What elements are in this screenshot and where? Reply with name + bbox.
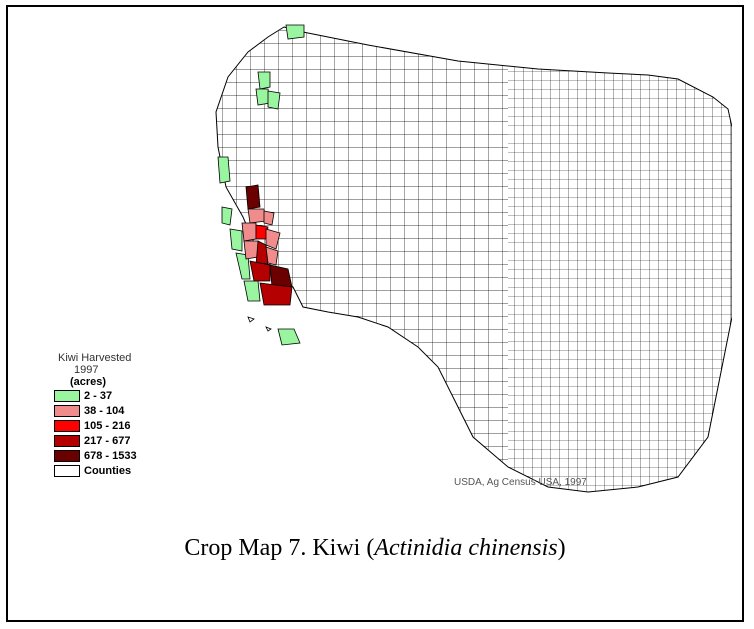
- county-ca-pink-1: [247, 208, 267, 224]
- county-ca-pink-2: [263, 210, 275, 226]
- legend-item: 678 - 1533: [54, 449, 204, 463]
- legend-label: 38 - 104: [84, 405, 125, 417]
- county-wa-green: [285, 24, 305, 40]
- county-ca-dark-2: [249, 260, 271, 282]
- county-ca-green-6: [277, 328, 301, 346]
- county-ca-pink-4: [265, 228, 281, 250]
- legend-swatch: [54, 435, 80, 447]
- county-ca-green-5: [243, 280, 261, 302]
- county-or-green-3: [267, 90, 281, 110]
- legend-swatch: [54, 450, 80, 462]
- legend-label: 678 - 1533: [84, 450, 137, 462]
- county-ca-green-3: [229, 228, 243, 252]
- legend-item: 38 - 104: [54, 404, 204, 418]
- county-ca-green-4: [235, 252, 251, 280]
- legend-swatch: [54, 390, 80, 402]
- county-map: [215, 24, 732, 493]
- legend-label: 105 - 216: [84, 420, 131, 432]
- county-ca-darkest-1: [245, 184, 261, 210]
- legend-label: 217 - 677: [84, 435, 131, 447]
- legend-item: 105 - 216: [54, 419, 204, 433]
- county-ca-green-1: [217, 156, 231, 184]
- map-legend: Kiwi Harvested 1997 (acres) 2 - 37 38 - …: [54, 352, 204, 478]
- figure-frame: Kiwi Harvested 1997 (acres) 2 - 37 38 - …: [6, 5, 744, 622]
- county-or-green-1: [257, 71, 271, 90]
- legend-swatch: [54, 420, 80, 432]
- legend-item: 217 - 677: [54, 434, 204, 448]
- legend-title-line1: Kiwi Harvested: [58, 352, 132, 364]
- figure-caption: Crop Map 7. Kiwi (Actinidia chinensis): [8, 535, 742, 562]
- county-ca-pink-5: [243, 240, 259, 260]
- legend-title: Kiwi Harvested 1997 (acres): [54, 352, 204, 388]
- legend-label: 2 - 37: [84, 390, 113, 402]
- legend-label: Counties: [84, 465, 132, 477]
- caption-species: Actinidia chinensis: [374, 535, 558, 561]
- county-ca-pink-6: [265, 246, 279, 266]
- legend-swatch: [54, 465, 80, 477]
- caption-suffix: ): [557, 535, 566, 561]
- county-ca-dark-3: [259, 282, 293, 306]
- legend-item: 2 - 37: [54, 389, 204, 403]
- legend-units: (acres): [70, 376, 107, 388]
- county-ca-green-2: [221, 206, 233, 226]
- county-ca-pink-3: [241, 222, 257, 242]
- source-credit: USDA, Ag Census USA, 1997: [454, 477, 587, 488]
- legend-item: Counties: [54, 464, 204, 478]
- legend-title-year: 1997: [74, 364, 99, 376]
- legend-swatch: [54, 405, 80, 417]
- caption-prefix: Crop Map 7. Kiwi (: [184, 535, 375, 561]
